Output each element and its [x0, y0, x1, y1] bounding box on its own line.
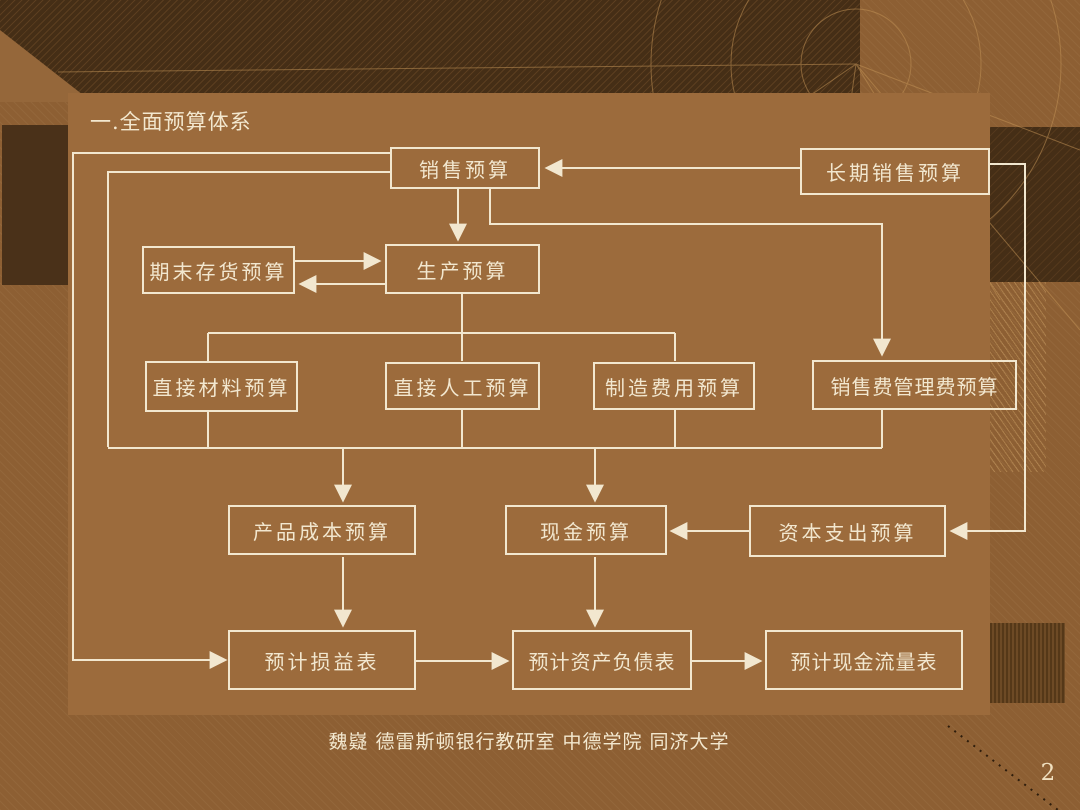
node-manufacturing-overhead-budget: 制造费用预算 [593, 362, 755, 410]
edge-cost-budgets-collector [108, 410, 883, 449]
node-budgeted-cash-flow-statement: 预计现金流量表 [765, 630, 963, 690]
deco-spoke [57, 63, 857, 73]
edge-sales-to-collector [107, 171, 390, 447]
striped-block-decoration [990, 623, 1065, 703]
edge-sales-to-income-statement [72, 152, 390, 669]
slide-content-panel [68, 93, 990, 715]
node-budgeted-balance-sheet: 预计资产负债表 [512, 630, 692, 690]
page-number: 2 [1040, 760, 1056, 786]
page-title: 一.全面预算体系 [90, 110, 252, 134]
node-budgeted-income-statement: 预计损益表 [228, 630, 416, 690]
node-production-budget: 生产预算 [385, 244, 540, 294]
node-product-cost-budget: 产品成本预算 [228, 505, 416, 555]
hatch-decoration [988, 282, 1046, 472]
edge-sales-to-selling-admin [489, 189, 891, 357]
edge-longterm-to-capex [949, 163, 1026, 540]
node-sales-budget: 销售预算 [390, 147, 540, 189]
top-dark-band [0, 0, 860, 100]
left-dark-block-decoration [2, 125, 71, 285]
node-selling-admin-budget: 销售费管理费预算 [812, 360, 1017, 410]
node-cash-budget: 现金预算 [505, 505, 667, 555]
node-long-term-sales-budget: 长期销售预算 [800, 148, 990, 195]
footer-credit: 魏嶷 德雷斯顿银行教研室 中德学院 同济大学 [328, 731, 730, 753]
edge-production-to-cost-budgets [207, 294, 676, 361]
node-direct-materials-budget: 直接材料预算 [145, 361, 298, 412]
node-direct-labor-budget: 直接人工预算 [385, 362, 540, 410]
node-capital-expenditure-budget: 资本支出预算 [749, 505, 946, 557]
node-ending-inventory-budget: 期末存货预算 [142, 246, 295, 294]
